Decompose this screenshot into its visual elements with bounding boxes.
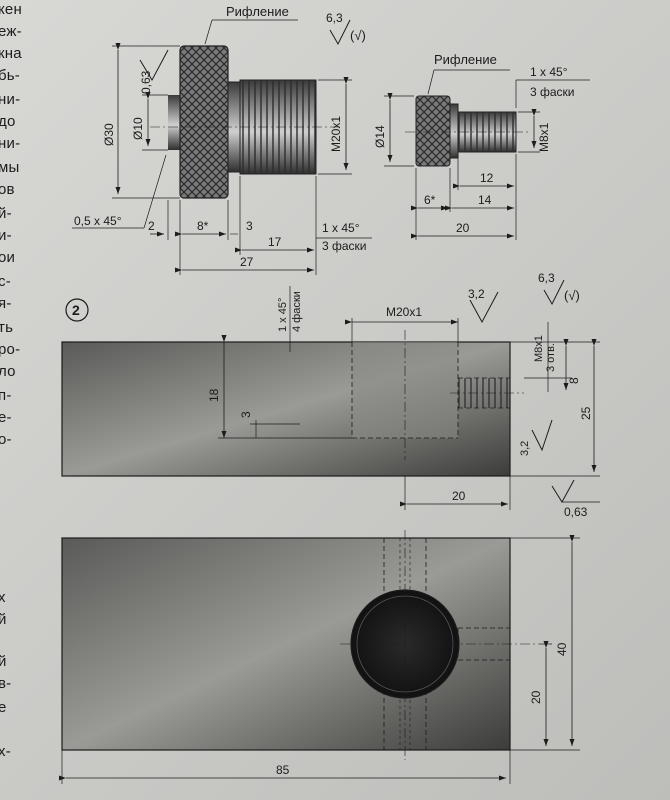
left-margin-line: о-	[0, 431, 12, 448]
svg-text:(√): (√)	[564, 288, 580, 303]
part2-len-14: 14	[478, 193, 492, 207]
part1-len-8: 8*	[197, 219, 209, 233]
left-margin-line: с-	[0, 273, 11, 290]
left-margin-line: ни-	[0, 91, 21, 108]
part2-collar	[449, 103, 459, 159]
left-margin-line: и-	[0, 227, 12, 244]
part2-len-6: 6*	[424, 193, 436, 207]
block-front-view: 1 x 45° 4 фаски M20x1 3,2 18 3 M8x1 3 от…	[61, 286, 600, 519]
block-thread-top: M20x1	[386, 305, 422, 319]
general-roughness-top: 6,3 (√)	[326, 11, 366, 46]
part2-len-20: 20	[456, 221, 470, 235]
left-margin-line: п-	[0, 387, 12, 404]
left-margin-line: й-	[0, 205, 12, 222]
part2-chamfer: 1 x 45°	[530, 65, 568, 79]
block-depth-3: 3	[239, 411, 253, 418]
left-margin-line: кна	[0, 45, 22, 62]
left-margin-line: ро-	[0, 341, 21, 358]
left-margin-line: ть	[0, 319, 14, 336]
part2-thread: M8x1	[537, 122, 551, 152]
left-margin-line: еж-	[0, 23, 22, 40]
block-dim-25: 25	[579, 406, 593, 420]
part1-neck	[168, 95, 182, 150]
part2-dia: Ø14	[373, 125, 387, 148]
block-roughness-bottom: 0,63	[564, 505, 588, 519]
left-margin-line: й	[0, 611, 7, 628]
left-margin-line: я-	[0, 295, 12, 312]
figure-number: 2	[65, 298, 89, 322]
part1-len-2: 2	[148, 219, 155, 233]
block-general-roughness: 6,3 (√)	[538, 271, 580, 306]
block-dim-40: 40	[555, 642, 569, 656]
part1-knurled-head	[179, 45, 229, 199]
block-dim-20-front: 20	[452, 489, 466, 503]
left-margin-line: ов	[0, 181, 15, 198]
left-margin-line: кен	[0, 1, 22, 18]
block-dim-20-side: 20	[529, 690, 543, 704]
part1-thread: M20x1	[329, 116, 343, 152]
part1-chamfer-left: 0,5 x 45°	[74, 214, 122, 228]
left-margin-line: ои	[0, 249, 16, 266]
part1-view: Рифление Ø30 Ø10 0,63 M20x1 0,5 x 45° 2 …	[72, 4, 372, 275]
block-top-view: 40 20 85	[59, 530, 580, 784]
part1-len-17: 17	[268, 235, 282, 249]
part2-len-12: 12	[480, 171, 494, 185]
block-height-18: 18	[207, 388, 221, 402]
left-margin-line: ни-	[0, 135, 21, 152]
general-roughness-check: (√)	[350, 28, 366, 43]
left-margin-line: ло	[0, 363, 16, 380]
left-margin-line: до	[0, 113, 16, 130]
block-roughness-side: 3,2	[519, 441, 531, 456]
block-roughness-top: 3,2	[468, 287, 485, 301]
left-margin-line: бь-	[0, 67, 21, 84]
part1-len-3: 3	[246, 219, 253, 233]
part2-chamfer-count: 3 фаски	[530, 85, 575, 99]
block-hole-m8: M8x1	[533, 335, 545, 362]
part2-view: Рифление 1 x 45° 3 фаски Ø14 M8x1 12 6* …	[373, 52, 590, 240]
block-chamfer: 1 x 45°	[277, 298, 289, 332]
svg-text:6,3: 6,3	[538, 271, 555, 285]
part1-dia-head: Ø30	[102, 123, 116, 146]
part1-dia-neck: Ø10	[131, 117, 145, 140]
block-hole-count: 3 отв.	[545, 343, 557, 372]
block-front-side-hole	[458, 378, 510, 408]
left-margin-line: х	[0, 589, 6, 606]
part1-len-27: 27	[240, 255, 254, 269]
svg-text:6,3: 6,3	[326, 11, 343, 25]
left-margin-line: мы	[0, 159, 20, 176]
block-dim-8: 8	[567, 377, 581, 384]
svg-text:2: 2	[72, 302, 80, 318]
left-margin-line: в-	[0, 675, 12, 692]
part1-roughness: 0,63	[139, 70, 153, 94]
part2-knurl-label: Рифление	[434, 52, 497, 67]
left-margin-line: е	[0, 699, 7, 716]
left-margin-line: е-	[0, 409, 12, 426]
block-dim-85: 85	[276, 763, 290, 777]
block-chamfer-count: 4 фаски	[291, 291, 303, 332]
left-margin-line: х-	[0, 743, 11, 760]
left-margin-line: й	[0, 653, 7, 670]
part2-knurled-head	[415, 95, 451, 167]
part1-knurl-label: Рифление	[226, 4, 289, 19]
part1-chamfer-count: 3 фаски	[322, 239, 367, 253]
part1-chamfer-right: 1 x 45°	[322, 221, 360, 235]
